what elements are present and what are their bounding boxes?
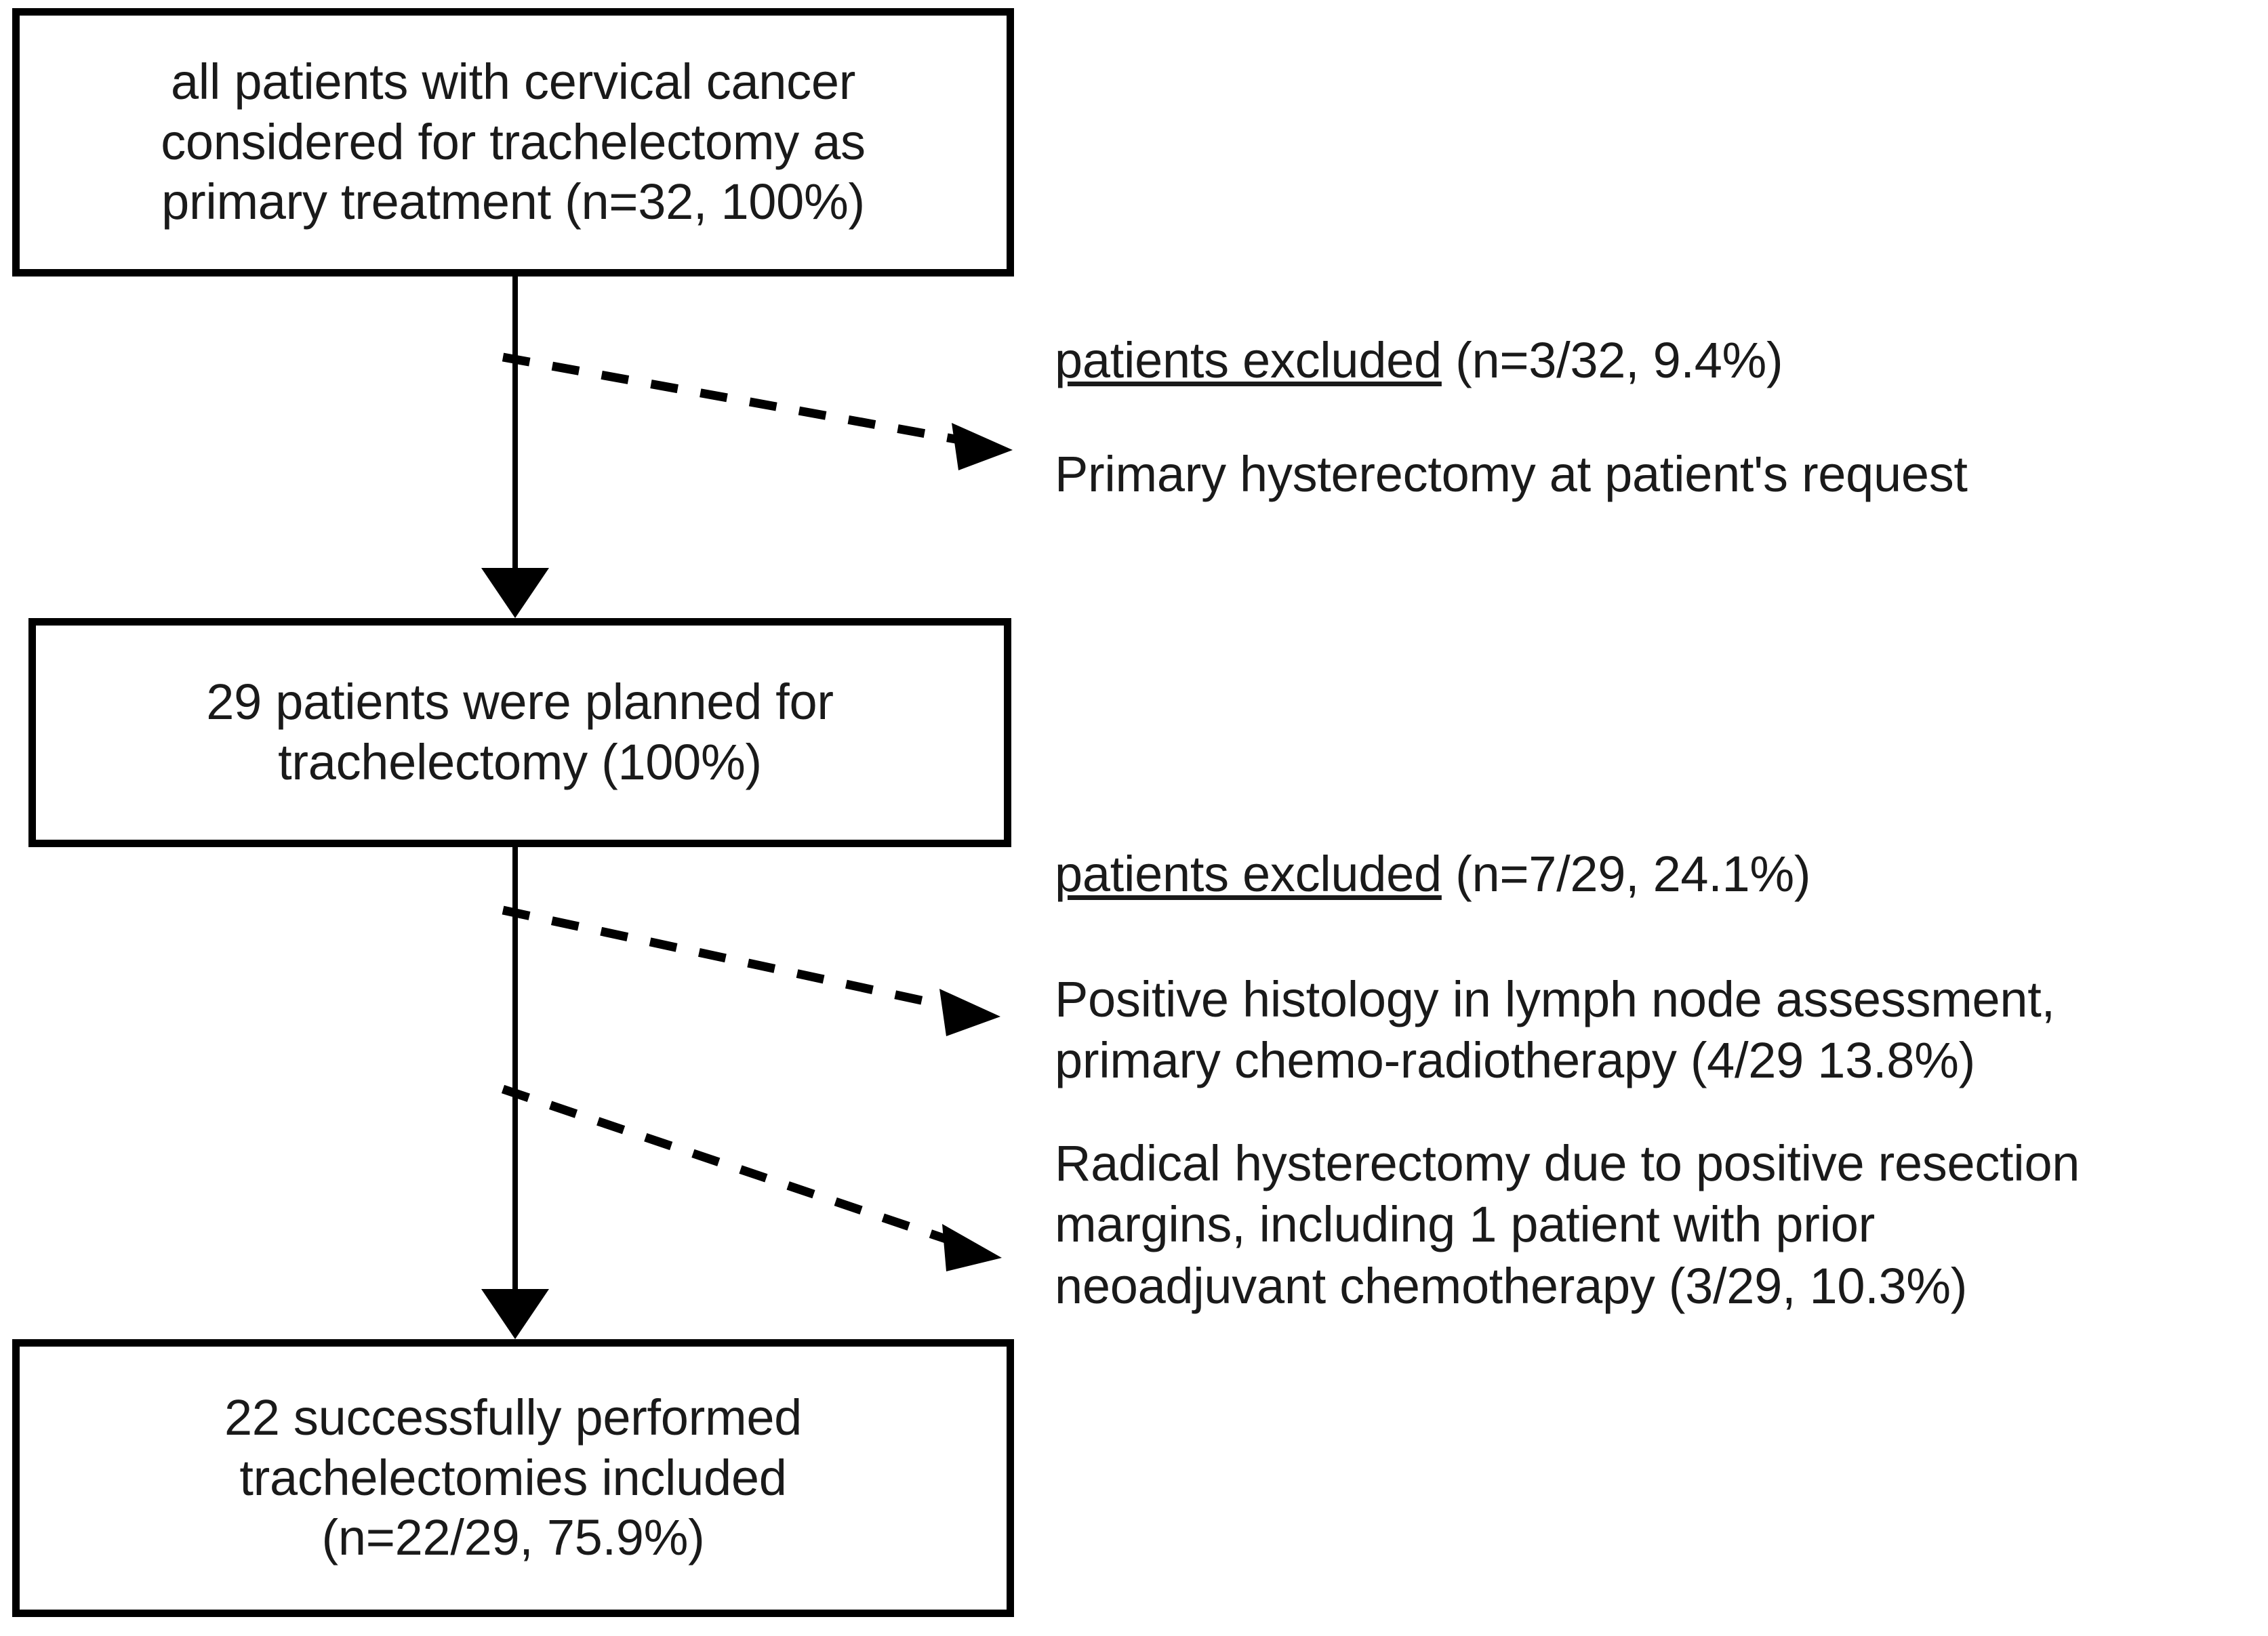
exclusion-1-heading-counts: (n=3/32, 9.4%)	[1441, 332, 1783, 388]
exclusion-1-heading-underlined: patients excluded	[1055, 332, 1442, 388]
connector-exclusion-2b	[501, 1084, 958, 1247]
arrowhead-included	[481, 1289, 549, 1339]
node-planned-label: 29 patients were planned for trachelecto…	[206, 674, 834, 790]
arrowhead-exclusion-2a	[939, 989, 1000, 1036]
arrowhead-exclusion-2b	[942, 1224, 1002, 1271]
node-included-label: 22 successfully performed trachelectomie…	[224, 1389, 803, 1566]
exclusion-2-heading-counts: (n=7/29, 24.1%)	[1441, 846, 1811, 902]
exclusion-1-heading: patients excluded (n=3/32, 9.4%)	[1055, 330, 2261, 391]
connector-exclusion-1	[502, 352, 972, 447]
node-enrolled-label: all patients with cervical cancer consid…	[161, 53, 866, 230]
exclusion-2-heading-underlined: patients excluded	[1055, 846, 1442, 902]
exclusion-2-reason-2: Radical hysterectomy due to positive res…	[1055, 1135, 2080, 1314]
exclusion-1-reason-1: Primary hysterectomy at patient's reques…	[1055, 446, 1968, 502]
arrowhead-planned	[481, 568, 549, 618]
connector-exclusion-2a	[502, 905, 957, 1013]
node-enrolled: all patients with cervical cancer consid…	[12, 8, 1014, 277]
arrowhead-exclusion-1	[952, 423, 1013, 470]
exclusion-2-reason-1: Positive histology in lymph node assessm…	[1055, 971, 2055, 1089]
node-planned: 29 patients were planned for trachelecto…	[28, 618, 1011, 847]
exclusion-2-heading: patients excluded (n=7/29, 24.1%)	[1055, 844, 2261, 905]
node-included: 22 successfully performed trachelectomie…	[12, 1339, 1014, 1617]
